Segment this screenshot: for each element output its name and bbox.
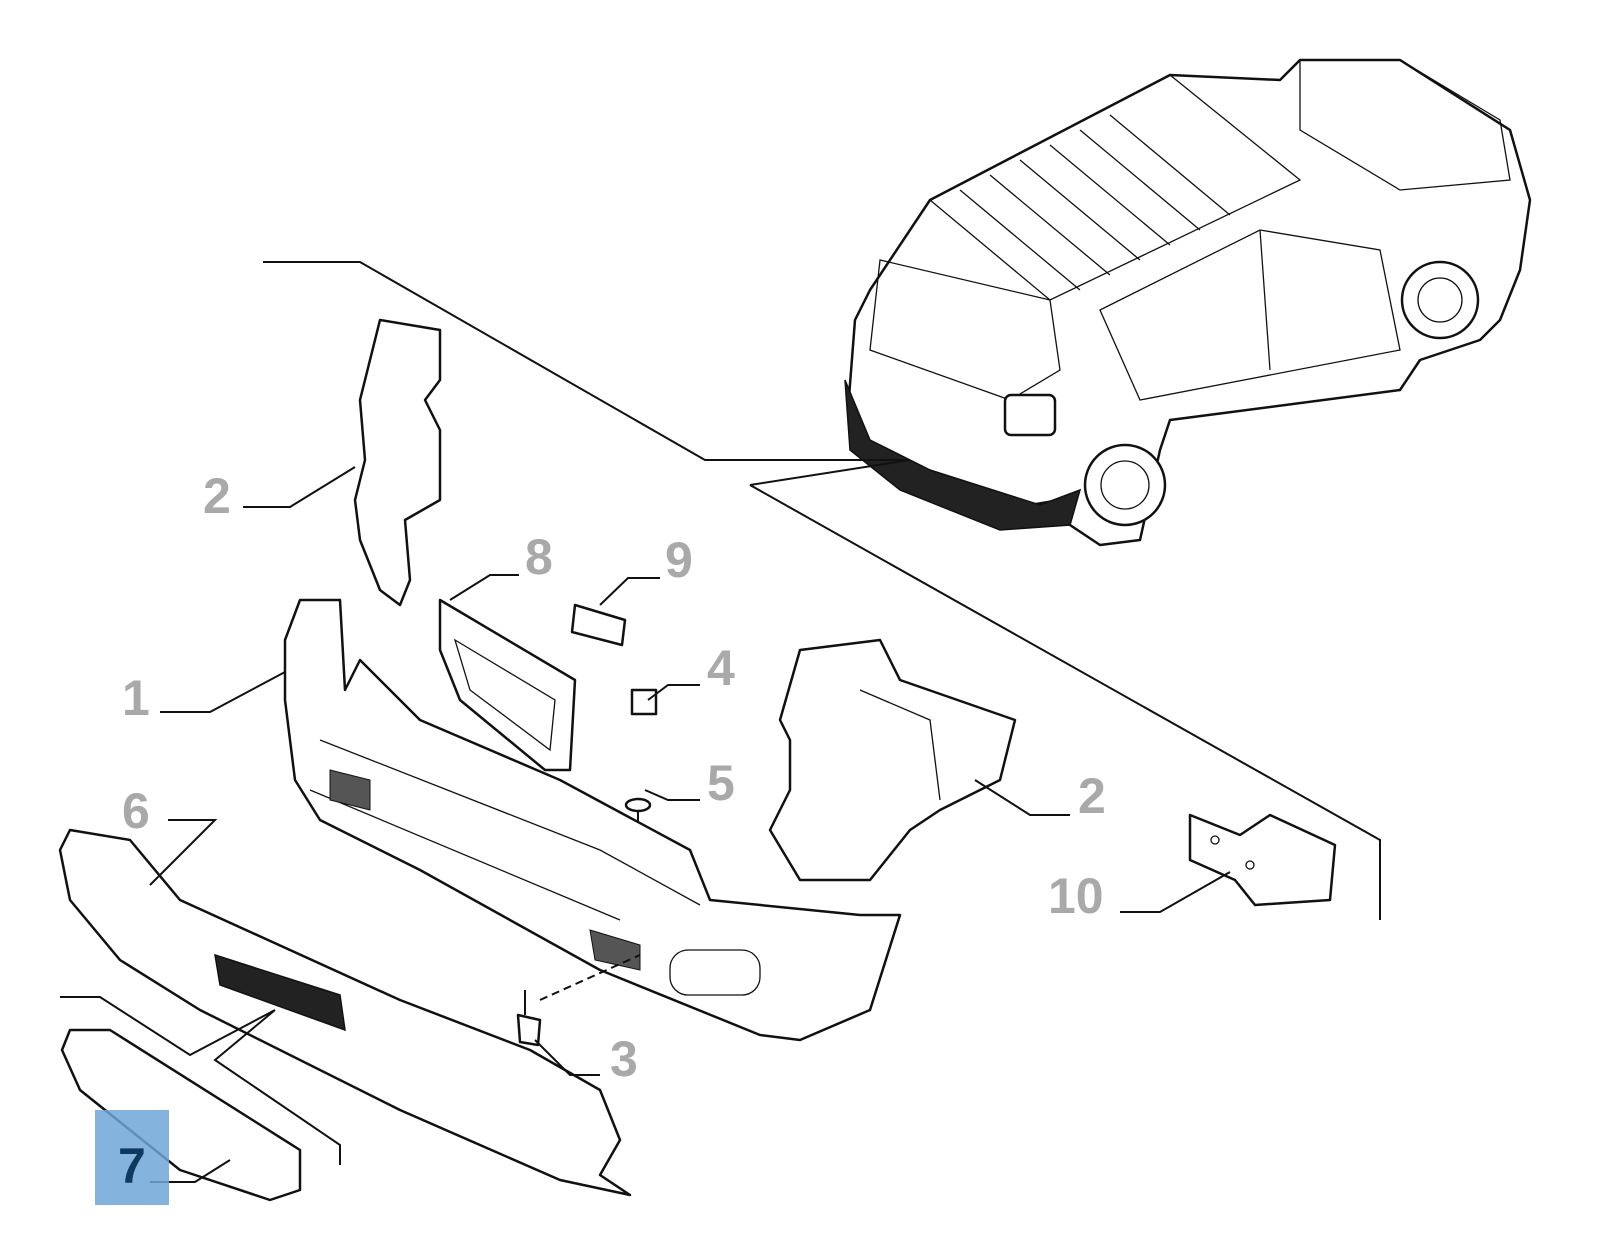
callout-4[interactable]: 4: [707, 640, 735, 696]
part-9-clip[interactable]: [570, 603, 627, 647]
vehicle-illustration: [844, 58, 1532, 547]
callout-2-right[interactable]: 2: [1078, 768, 1106, 824]
part-3-spring-clip[interactable]: [516, 990, 542, 1047]
bumper-grille-left: [329, 769, 371, 811]
part-8-reflector-housing[interactable]: [438, 598, 577, 772]
callout-6[interactable]: 6: [122, 783, 150, 839]
part-7-trim[interactable]: [60, 1028, 302, 1202]
callout-10[interactable]: 10: [1048, 868, 1104, 924]
part-6-diffuser[interactable]: [58, 828, 632, 1197]
callout-7[interactable]: 7: [118, 1138, 146, 1194]
callout-8[interactable]: 8: [525, 529, 553, 585]
callout-2-left[interactable]: 2: [203, 468, 231, 524]
callout-3[interactable]: 3: [610, 1031, 638, 1087]
callout-1[interactable]: 1: [122, 670, 150, 726]
part-2-right-bracket[interactable]: [768, 638, 1017, 882]
part-2-left-bracket[interactable]: [353, 318, 442, 607]
callout-5[interactable]: 5: [707, 755, 735, 811]
part-1-rear-bumper[interactable]: [283, 598, 902, 1042]
leader-lines: [60, 261, 1381, 1183]
part-10-bracket[interactable]: [1188, 813, 1337, 907]
selected-part-highlight: [95, 1110, 169, 1205]
part-4-nut[interactable]: [630, 688, 658, 716]
callout-9[interactable]: 9: [665, 532, 693, 588]
